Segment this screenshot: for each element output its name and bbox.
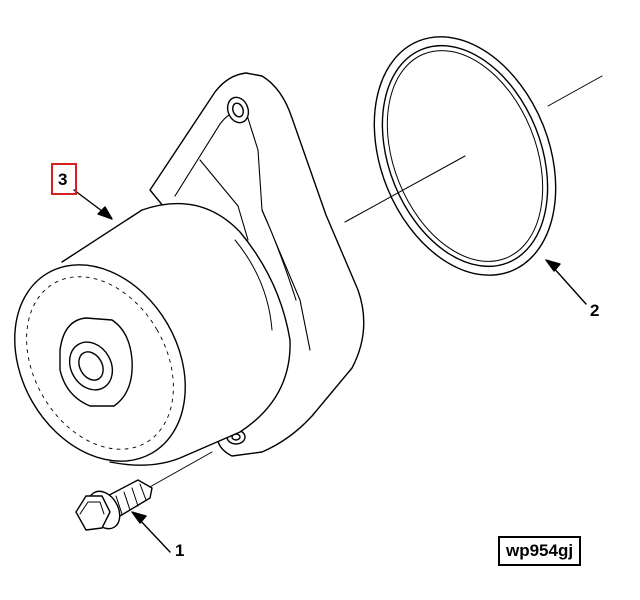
callout-highlight-box [51,163,77,195]
callout-label-bolt: 1 [175,541,185,560]
leader-arrow-2 [545,259,587,305]
leader-arrow-3 [73,189,113,220]
mounting-bolt [75,451,213,531]
callout-label-seal-ring: 2 [590,301,600,320]
callout-label-pump: 3 [58,170,68,189]
centerline-axis [344,75,603,223]
figure-id-label: wp954gj [498,536,582,566]
pump-pulley [14,202,291,466]
seal-ring [373,36,557,276]
leader-arrow-1 [131,511,171,553]
